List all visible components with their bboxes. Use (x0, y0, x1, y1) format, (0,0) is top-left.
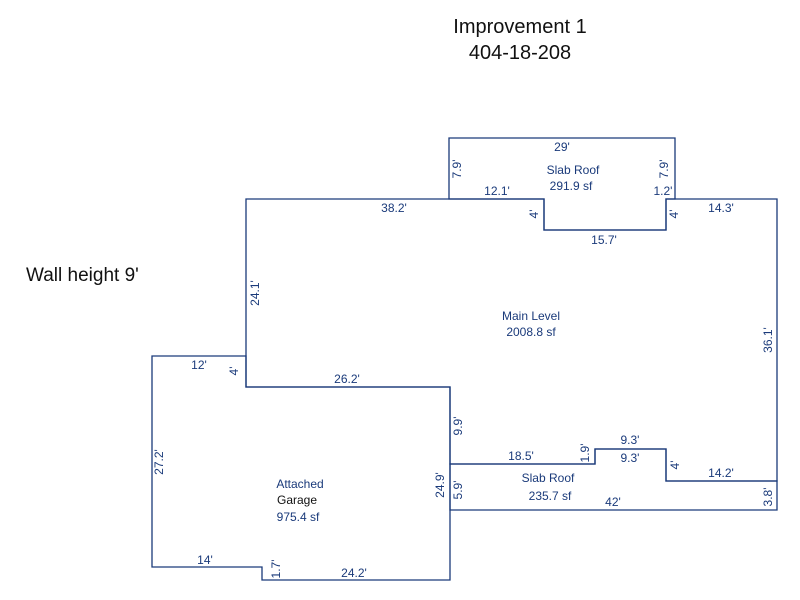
dim-slab-inner-top: 18.5' (508, 449, 534, 463)
dim-garage-bottom-left: 14' (197, 553, 213, 567)
slab-roof-top-area: 291.9 sf (550, 179, 593, 193)
dim-garage-step: 4' (227, 367, 241, 376)
dim-slab-step-top: 9.3' (621, 433, 640, 447)
slab-roof-bottom-name: Slab Roof (522, 471, 575, 485)
dim-main-top-left: 38.2' (381, 201, 407, 215)
garage-outline (151, 355, 451, 581)
dim-garage-left: 27.2' (152, 449, 166, 475)
dim-notch-left: 4' (527, 210, 541, 219)
dim-slab-left: 5.9' (451, 481, 465, 500)
garage-name-line2: Garage (277, 493, 317, 507)
garage-area: 975.4 sf (277, 510, 320, 524)
dim-garage-top: 12' (191, 358, 207, 372)
dim-notch-right: 4' (667, 210, 681, 219)
improvement-title: Improvement 1 (453, 16, 587, 38)
parcel-id: 404-18-208 (468, 42, 572, 64)
dim-slab-right: 3.8' (761, 488, 775, 507)
garage-name-line1: Attached (276, 477, 323, 491)
dim-main-top-right: 14.3' (708, 201, 734, 215)
dim-garage-bottom-right: 24.2' (341, 566, 367, 580)
dim-main-right: 36.1' (761, 327, 775, 353)
dim-top-slab-inner-right: 1.2' (654, 184, 673, 198)
slab-roof-bottom-outline (449, 448, 778, 511)
dim-main-bottom-left: 26.2' (334, 372, 360, 386)
main-level-area: 2008.8 sf (506, 325, 556, 339)
slab-roof-bottom-area: 235.7 sf (529, 489, 572, 503)
dim-slab-bottom: 42' (605, 495, 621, 509)
dim-notch-bottom: 15.7' (591, 233, 617, 247)
main-level-outline (245, 198, 778, 482)
dim-main-left: 24.1' (248, 280, 262, 306)
dim-top-slab-left: 7.9' (450, 160, 464, 179)
dim-slab-step-right: 4' (668, 461, 682, 470)
wall-height-note: Wall height 9' (26, 265, 139, 286)
dim-slab-right-top: 14.2' (708, 466, 734, 480)
main-level-name: Main Level (502, 309, 560, 323)
dim-garage-right-upper: 9.9' (451, 417, 465, 436)
dim-top-slab-inner-left: 12.1' (484, 184, 510, 198)
slab-roof-top-name: Slab Roof (547, 163, 600, 177)
dim-top-slab-right: 7.9' (657, 160, 671, 179)
dim-slab-step-small: 1.9' (578, 444, 592, 463)
dim-garage-right: 24.9' (433, 472, 447, 498)
dim-top-slab-width: 29' (554, 140, 570, 154)
dim-slab-step-bottom: 9.3' (621, 451, 640, 465)
dim-garage-notch: 1.7' (269, 560, 283, 579)
